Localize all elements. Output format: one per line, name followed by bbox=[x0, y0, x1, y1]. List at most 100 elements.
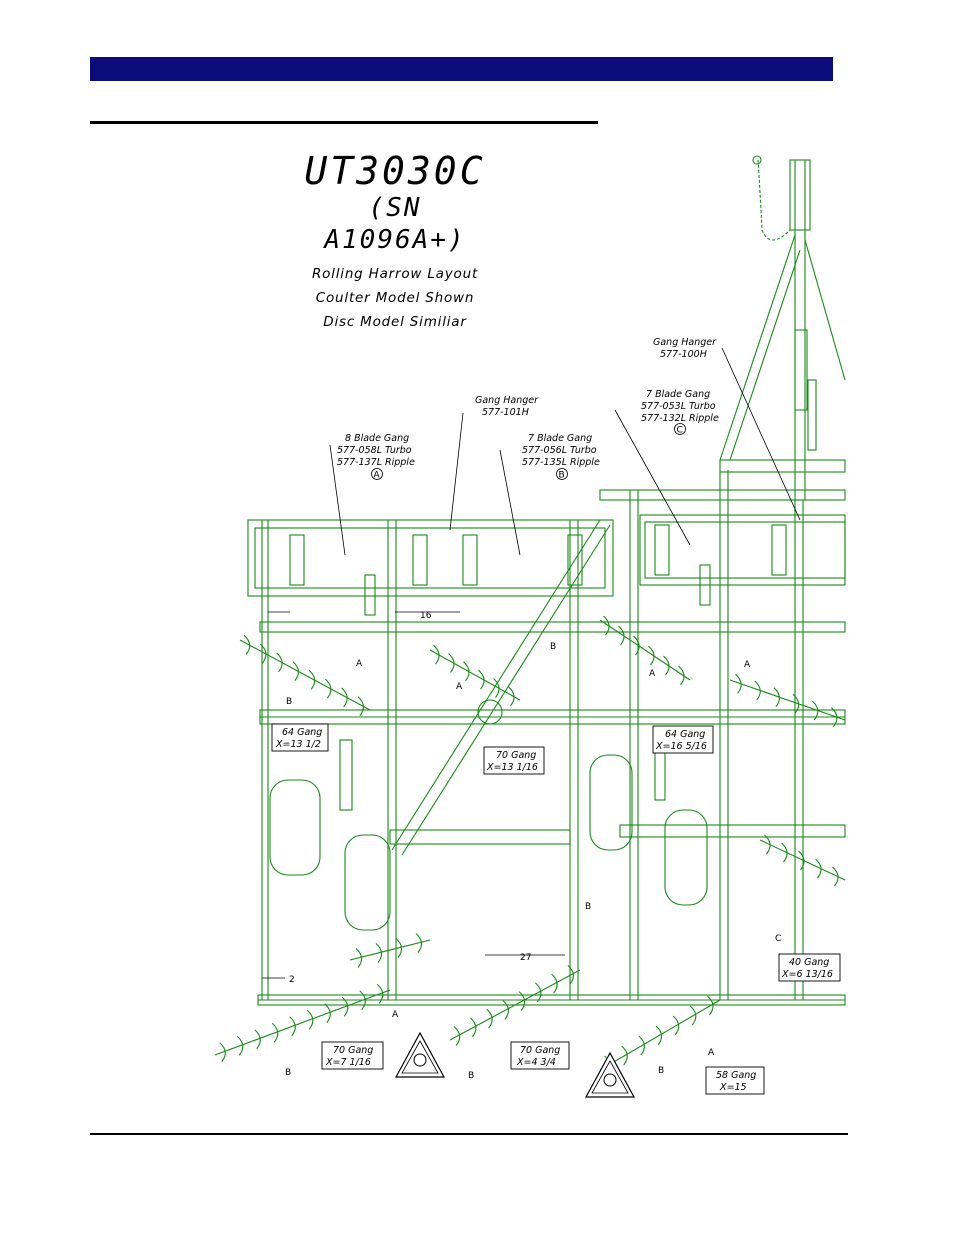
gang-box: 58 Gang X=15 bbox=[705, 1066, 765, 1095]
harrow-tine bbox=[289, 1016, 296, 1037]
harrow-tine bbox=[518, 991, 526, 1011]
gang-shaft bbox=[429, 649, 521, 701]
callout-blade7b-3: 577-135L Ripple bbox=[522, 457, 600, 468]
harrow-tine bbox=[271, 1022, 279, 1043]
harrow-tine bbox=[648, 645, 655, 666]
harrow-tine bbox=[325, 678, 332, 699]
harrow-tine bbox=[633, 635, 640, 656]
footer-rule bbox=[90, 1133, 848, 1135]
harrow-tine bbox=[276, 652, 283, 673]
harrow-tine bbox=[735, 673, 742, 694]
callout-blade8-1: 8 Blade Gang bbox=[345, 433, 409, 444]
section-rule bbox=[90, 121, 598, 124]
serial-number: (SN A1096A+) bbox=[324, 193, 466, 255]
harrow-tine bbox=[754, 680, 761, 701]
svg-text:70 Gang: 70 Gang bbox=[520, 1045, 560, 1056]
callout-blade7c-mark: C bbox=[677, 426, 683, 436]
harrow-tine bbox=[618, 625, 625, 646]
svg-text:X=15: X=15 bbox=[719, 1082, 747, 1093]
harrow-tine bbox=[493, 678, 500, 698]
title-line-3: Disc Model Similiar bbox=[323, 314, 467, 330]
callout-gang-hanger-mid-1: Gang Hanger bbox=[475, 395, 539, 406]
harrow-tine bbox=[292, 661, 299, 681]
harrow-tine bbox=[375, 943, 383, 963]
harrow-tine bbox=[655, 1025, 663, 1046]
gang-shaft bbox=[599, 619, 691, 681]
harrow-tine bbox=[254, 1029, 261, 1050]
harrow-gangs bbox=[214, 615, 846, 1076]
harrow-tine bbox=[448, 653, 455, 673]
harrow-tine bbox=[621, 1045, 628, 1066]
harrow-tine bbox=[792, 693, 800, 714]
harrow-tine bbox=[815, 858, 822, 879]
gang-spec-boxes: 64 Gang X=13 1/2 70 Gang X=13 1/16 64 Ga… bbox=[271, 723, 841, 1095]
harrow-tine bbox=[308, 669, 316, 690]
harrow-tine bbox=[508, 686, 515, 707]
harrow-tine bbox=[567, 964, 574, 985]
warning-icon bbox=[394, 1031, 446, 1078]
harrow-tine bbox=[306, 1009, 314, 1030]
gang-shaft bbox=[239, 639, 371, 711]
callout-gang-hanger-right-2: 577-100H bbox=[660, 349, 707, 360]
svg-text:64 Gang: 64 Gang bbox=[282, 727, 322, 738]
svg-text:X=7 1/16: X=7 1/16 bbox=[325, 1057, 371, 1068]
dim-letter-a-6: A bbox=[708, 1048, 715, 1058]
svg-text:X=13 1/16: X=13 1/16 bbox=[486, 762, 538, 773]
dim-27: 27 bbox=[520, 953, 531, 963]
gang-shaft bbox=[759, 839, 846, 881]
harrow-tine bbox=[219, 1042, 226, 1063]
dimension-labels: 16 27 2 A B B A A A B C A B B B A bbox=[285, 611, 781, 1081]
harrow-tine bbox=[470, 1017, 477, 1038]
harrow-tine bbox=[672, 1015, 680, 1036]
dim-letter-a-2: A bbox=[456, 682, 463, 692]
dim-2: 2 bbox=[289, 975, 295, 985]
harrow-tine bbox=[811, 700, 819, 721]
dim-letter-a-1: A bbox=[356, 659, 363, 669]
svg-text:64 Gang: 64 Gang bbox=[665, 729, 705, 740]
harrow-tine bbox=[831, 707, 838, 728]
svg-text:X=16 5/16: X=16 5/16 bbox=[655, 741, 707, 752]
harrow-tine bbox=[707, 995, 714, 1016]
harrow-tine bbox=[551, 973, 558, 994]
harrow-tine bbox=[663, 655, 670, 676]
dim-letter-a-5: A bbox=[392, 1010, 399, 1020]
harrow-tine bbox=[376, 983, 384, 1004]
svg-text:58 Gang: 58 Gang bbox=[716, 1070, 756, 1081]
callout-blade8-2: 577-058L Turbo bbox=[337, 445, 412, 456]
harrow-tine bbox=[433, 644, 440, 665]
harrow-tine bbox=[535, 982, 542, 1003]
callout-gang-hanger-right-1: Gang Hanger bbox=[653, 337, 717, 348]
gang-box: 70 Gang X=7 1/16 bbox=[321, 1041, 384, 1070]
callout-blade8-3: 577-137L Ripple bbox=[337, 457, 415, 468]
harrow-tine bbox=[678, 665, 685, 686]
callout-blade7c-2: 577-053L Turbo bbox=[641, 401, 716, 412]
harrow-tine bbox=[781, 842, 788, 863]
leader-lines bbox=[262, 347, 801, 979]
dim-letter-a-3: A bbox=[649, 669, 656, 679]
gang-shaft bbox=[599, 999, 721, 1071]
gang-shaft bbox=[349, 939, 431, 961]
svg-text:X=13 1/2: X=13 1/2 bbox=[275, 739, 321, 750]
harrow-tine bbox=[463, 661, 470, 682]
callout-gang-hanger-mid-2: 577-101H bbox=[482, 407, 529, 418]
drawing-title-block: UT3030C (SN A1096A+) Rolling Harrow Layo… bbox=[290, 150, 500, 334]
harrow-tine bbox=[355, 948, 363, 968]
dim-letter-b-2: B bbox=[550, 642, 556, 652]
dim-letter-b-5: B bbox=[468, 1071, 474, 1081]
gang-springs bbox=[289, 524, 787, 586]
harrow-tine bbox=[502, 999, 509, 1020]
title-line-1: Rolling Harrow Layout bbox=[311, 266, 479, 282]
harrow-tine bbox=[486, 1008, 493, 1029]
callout-blade8-mark: A bbox=[374, 471, 381, 481]
callout-labels: Gang Hanger 577-100H Gang Hanger 577-101… bbox=[337, 337, 719, 481]
callout-blade7b-1: 7 Blade Gang bbox=[528, 433, 592, 444]
header-bar bbox=[90, 57, 833, 81]
warning-icon bbox=[584, 1051, 636, 1098]
svg-text:40 Gang: 40 Gang bbox=[789, 957, 829, 968]
gang-box: 70 Gang X=13 1/16 bbox=[483, 746, 545, 775]
harrow-tine bbox=[357, 696, 364, 716]
svg-text:70 Gang: 70 Gang bbox=[496, 750, 536, 761]
dim-letter-b-3: B bbox=[585, 902, 591, 912]
dim-16: 16 bbox=[420, 611, 432, 621]
